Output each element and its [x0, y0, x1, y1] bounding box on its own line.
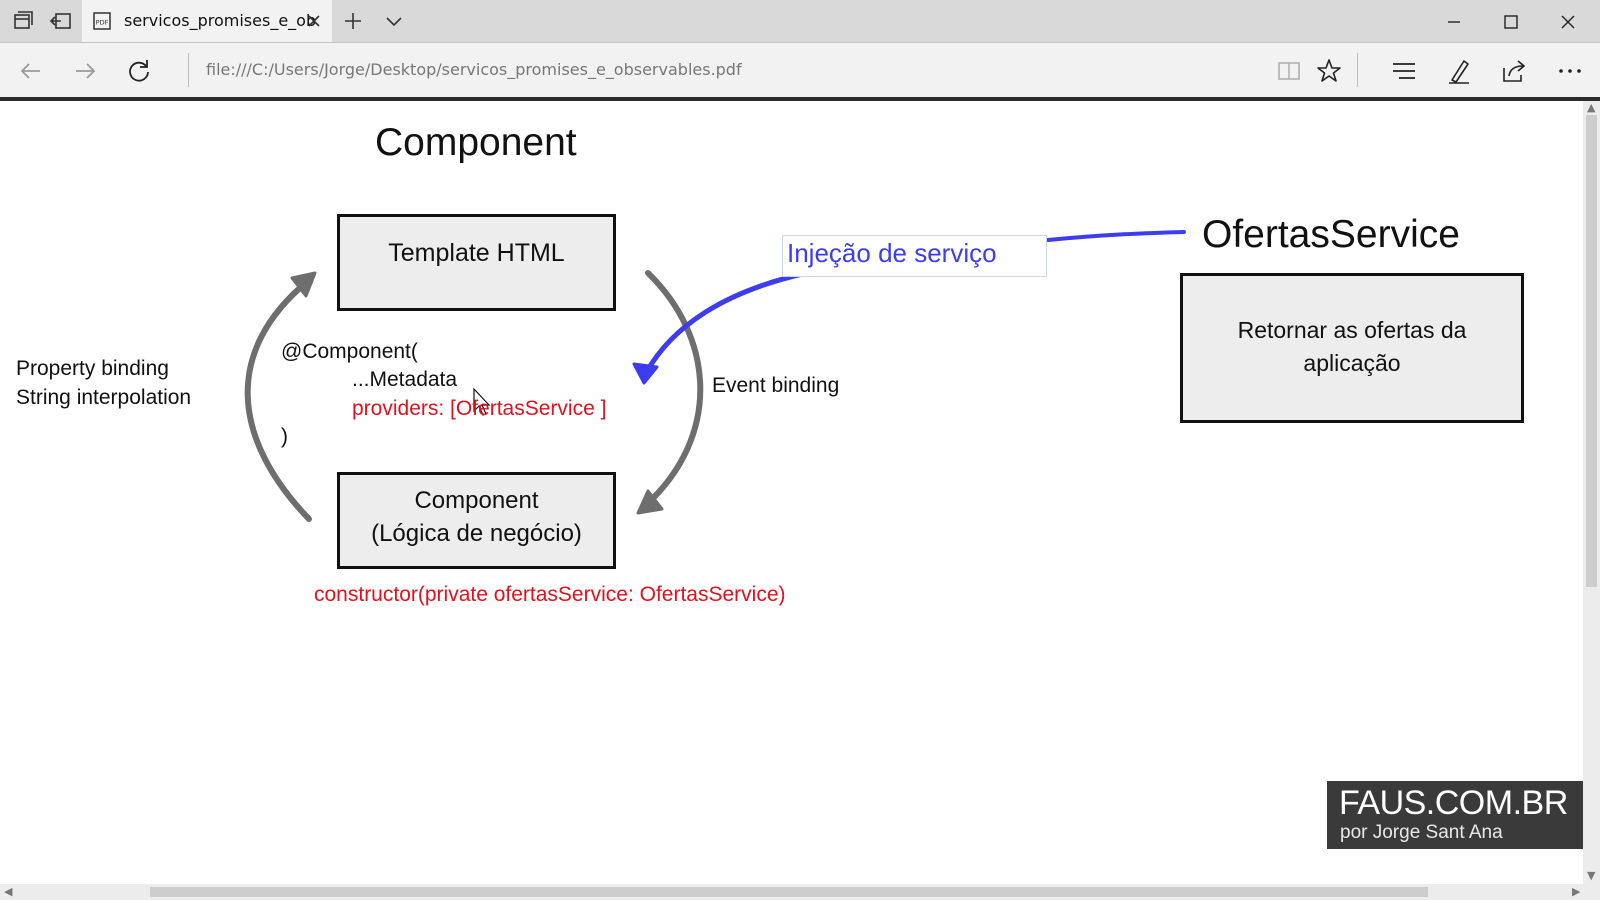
vertical-scroll-thumb[interactable] [1586, 115, 1597, 587]
injection-arrow [643, 270, 810, 376]
providers-label: providers: [OfertasService ] [352, 397, 607, 420]
svg-text:PDF: PDF [96, 19, 109, 27]
property-binding-arrow [244, 278, 312, 522]
property-binding-arrowhead [290, 271, 317, 298]
service-box-line2: aplicação [1303, 350, 1401, 376]
tab-title: servicos_promises_e_ob [124, 11, 317, 30]
close-tab-icon[interactable] [304, 11, 324, 31]
mouse-cursor [473, 387, 491, 416]
watermark-author: por Jorge Sant Ana [1340, 822, 1503, 843]
template-html-label: Template HTML [388, 239, 565, 267]
decorator-close: ) [281, 425, 288, 448]
scroll-up-icon[interactable]: ▲ [1587, 101, 1596, 114]
decorator-open: @Component( [281, 340, 418, 363]
viewer-top-border [0, 97, 1600, 101]
watermark: FAUS.COM.BR por Jorge Sant Ana [1327, 781, 1583, 849]
component-box-line1: Component [414, 487, 539, 514]
injection-line [1046, 230, 1186, 242]
scroll-down-icon[interactable]: ▼ [1587, 869, 1596, 882]
injection-arrowhead [632, 362, 659, 385]
diagram-arrows [244, 230, 1186, 522]
horizontal-scrollbar[interactable]: ◀ ▶ [0, 884, 1600, 900]
address-bar: file:///C:/Users/Jorge/Desktop/servicos_… [0, 43, 1600, 97]
event-binding-arrow [643, 270, 704, 508]
separator [188, 53, 189, 87]
template-html-box [337, 214, 616, 311]
refresh-icon[interactable] [125, 57, 153, 85]
injection-label: Injeção de serviço [787, 238, 997, 268]
vertical-scrollbar[interactable]: ▲ ▼ [1583, 101, 1600, 884]
event-binding-label: Event binding [712, 374, 840, 397]
horizontal-scroll-thumb[interactable] [150, 887, 1428, 897]
component-title: Component [375, 121, 577, 164]
close-window-icon[interactable] [1555, 9, 1581, 35]
set-aside-icon[interactable] [48, 8, 74, 34]
back-icon[interactable] [17, 57, 45, 85]
property-binding-label: Property binding [16, 357, 169, 380]
share-icon[interactable] [1499, 56, 1529, 86]
more-icon[interactable] [1555, 56, 1585, 86]
service-title: OfertasService [1202, 213, 1460, 256]
forward-icon[interactable] [71, 57, 99, 85]
metadata-label: ...Metadata [352, 368, 458, 391]
new-tab-icon[interactable] [340, 8, 366, 34]
maximize-icon[interactable] [1498, 9, 1524, 35]
service-box-line1: Retornar as ofertas da [1237, 317, 1467, 343]
pdf-page: Component Template HTML Component (Lógic… [0, 101, 1583, 884]
favorite-star-icon[interactable] [1314, 56, 1344, 86]
component-logic-box [337, 472, 616, 569]
scroll-right-icon[interactable]: ▶ [1572, 885, 1581, 898]
scroll-left-icon[interactable]: ◀ [4, 885, 13, 898]
service-box [1180, 273, 1524, 423]
tab-strip: PDF servicos_promises_e_ob [0, 0, 1600, 43]
watermark-site: FAUS.COM.BR [1339, 784, 1568, 822]
pdf-icon: PDF [93, 12, 111, 30]
string-interpolation-label: String interpolation [16, 386, 192, 409]
reading-view-icon[interactable] [1274, 56, 1304, 86]
event-binding-arrowhead [636, 489, 664, 515]
injection-label-box [782, 235, 1047, 277]
constructor-label: constructor(private ofertasService: Ofer… [314, 583, 786, 606]
url-field[interactable]: file:///C:/Users/Jorge/Desktop/servicos_… [206, 60, 742, 79]
tab-list-icon[interactable] [381, 8, 407, 34]
hub-icon[interactable] [1389, 56, 1419, 86]
web-note-icon[interactable] [1444, 56, 1474, 86]
component-box-line2: (Lógica de negócio) [371, 520, 582, 547]
tab-manager-icon[interactable] [10, 8, 36, 34]
active-tab[interactable]: PDF servicos_promises_e_ob [82, 0, 332, 42]
separator [1357, 53, 1358, 87]
minimize-icon[interactable] [1441, 9, 1467, 35]
